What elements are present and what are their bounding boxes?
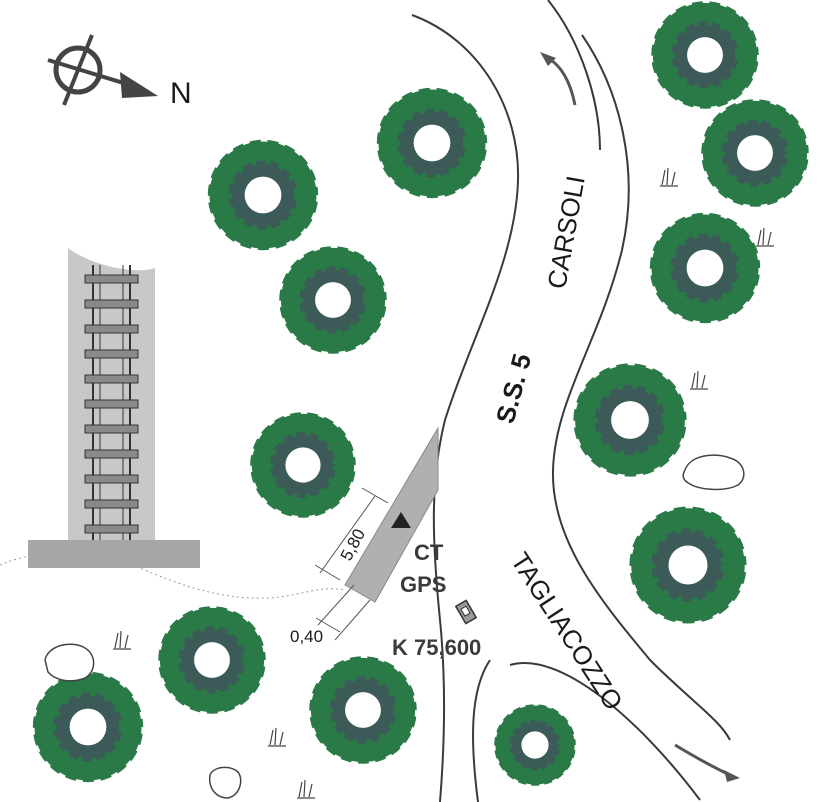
station-type-label: GPS: [400, 572, 446, 597]
direction-label-carsoli: CARSOLI: [541, 173, 590, 291]
grass-icon: [756, 227, 774, 247]
rock-icon: [44, 643, 95, 682]
grass-icon: [660, 167, 678, 187]
rock-icon: [682, 454, 745, 491]
kilometer-label: K 75,600: [392, 635, 481, 660]
tree-icon: [206, 138, 320, 252]
direction-arrow-south: [674, 743, 740, 782]
rock-icon: [208, 766, 242, 799]
direction-label-tagliacozzo: TAGLIACOZZO: [505, 547, 629, 716]
grass: [113, 167, 774, 799]
railway-icon: [28, 248, 200, 568]
road-edge-west: [411, 14, 520, 802]
tree-icon: [699, 97, 811, 209]
dimension-offset-label: 0,40: [290, 627, 323, 646]
tree-icon: [649, 0, 761, 111]
tree-icon: [31, 670, 145, 784]
tree-icon: [277, 244, 389, 356]
tree-icon: [375, 86, 489, 200]
tree-icon: [248, 410, 358, 520]
station-code-label: CT: [414, 540, 444, 565]
road-ss5: [411, 0, 731, 802]
road-edge-inner-north: [547, 0, 601, 151]
dimension-lines: [314, 487, 389, 641]
tree-icon: [492, 702, 578, 788]
tree-icon: [627, 504, 749, 626]
grass-icon: [268, 727, 286, 747]
tree-icon: [648, 211, 762, 325]
tree-icon: [571, 361, 689, 479]
north-label: N: [170, 77, 192, 110]
grass-icon: [113, 630, 131, 650]
gps-point-icon: [391, 512, 411, 528]
road-name-label: S.S. 5: [490, 350, 537, 426]
tree-icon: [156, 604, 268, 716]
compass-rose-icon: [47, 34, 158, 106]
grass-icon: [297, 779, 315, 799]
station-platform: [344, 426, 439, 603]
tree-icon: [307, 654, 419, 766]
kilometer-marker-icon: [454, 599, 478, 625]
road-edge-east: [551, 34, 731, 741]
road-edge-inner-south: [472, 659, 491, 802]
trees: [31, 0, 811, 788]
footpath-line: [0, 552, 346, 599]
direction-arrow-north: [540, 52, 577, 106]
grass-icon: [690, 370, 708, 390]
road-edge-inner-south-2: [509, 662, 701, 801]
rocks: [44, 454, 745, 799]
